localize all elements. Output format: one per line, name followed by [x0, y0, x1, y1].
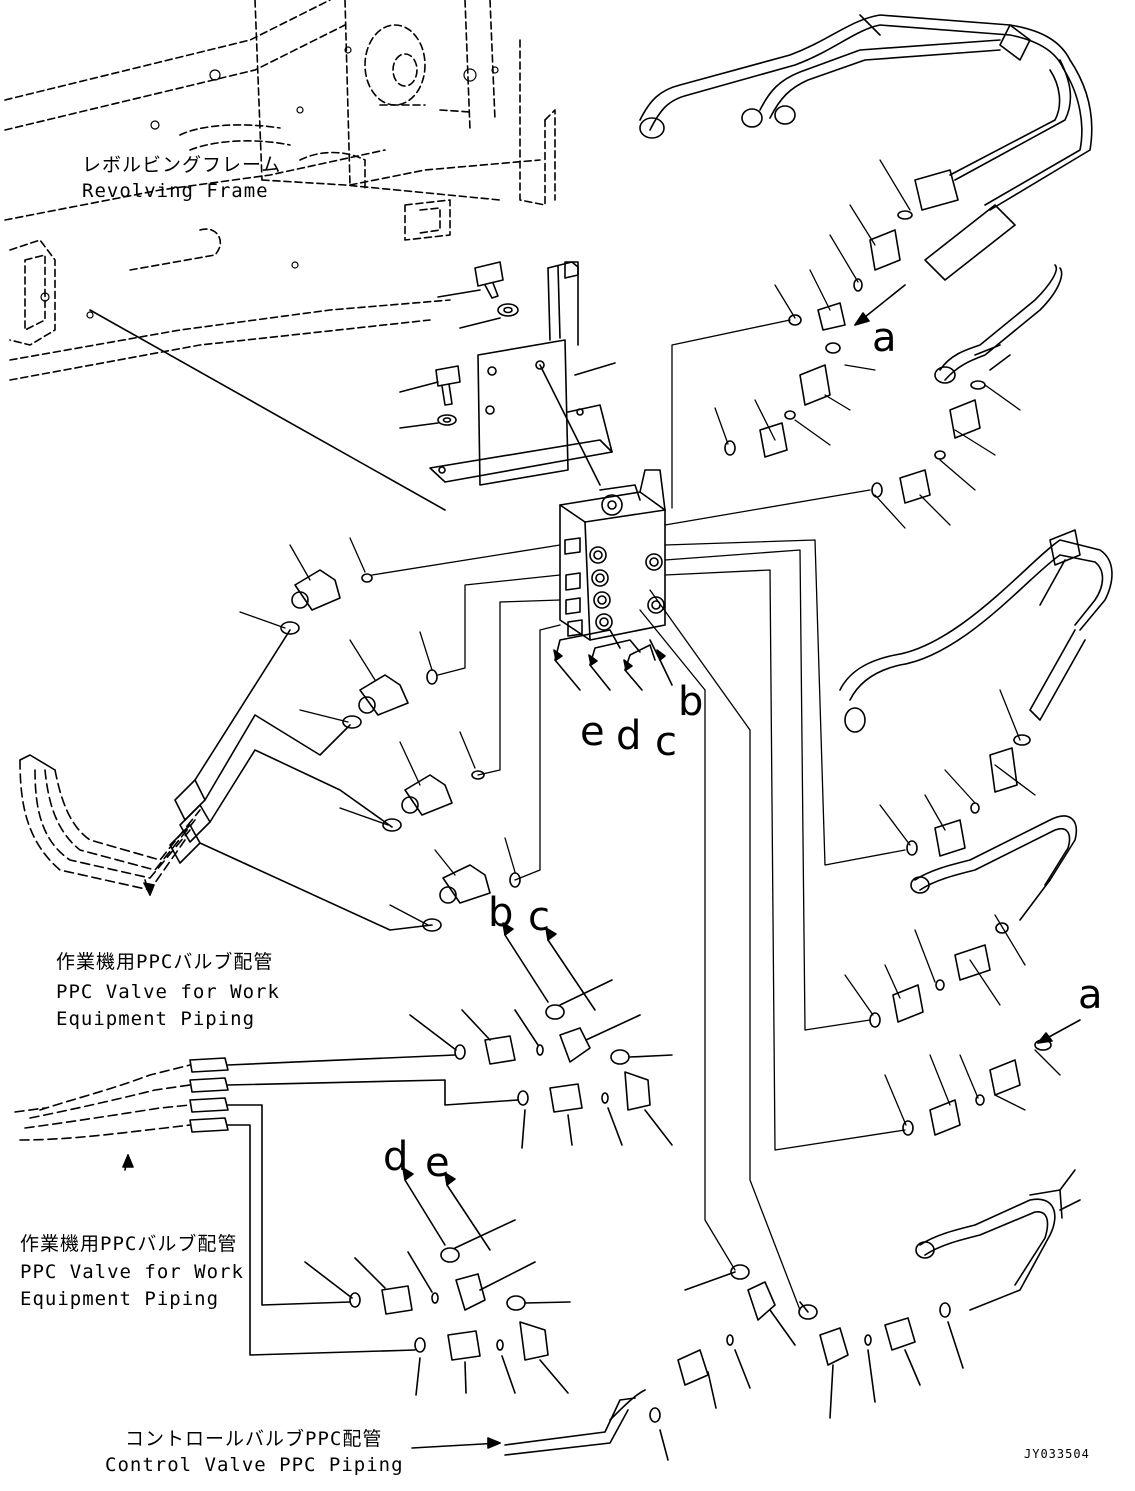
- lower-left-fittings-bc: [409, 922, 673, 1149]
- right-hose-assembly-1: [934, 264, 1063, 384]
- port-letter-e-block: e: [580, 709, 605, 755]
- left-upper-ppc-hoses: [19, 759, 201, 891]
- pilot-line-routing: [371, 319, 906, 1311]
- port-letter-e-lower: e: [425, 1140, 450, 1186]
- right-leader-lines: [714, 159, 1061, 1126]
- port-letter-c-block: c: [655, 719, 677, 765]
- left-leader-lines: [239, 537, 516, 926]
- ppc-work-lower-label-en1: PPC Valve for Work: [20, 1261, 244, 1283]
- ppc-work-upper-label-en2: Equipment Piping: [56, 1008, 256, 1030]
- lower-ppc-hose-bundle-1: [14, 1064, 191, 1141]
- revolving-frame-label-en: Revolving Frame: [82, 180, 269, 202]
- mounting-bracket: [429, 261, 616, 486]
- port-letter-c-lower: c: [528, 894, 550, 940]
- port-letter-d-lower: d: [383, 1134, 409, 1180]
- port-letter-a-right: a: [1078, 972, 1103, 1018]
- control-valve-label-jp: コントロールバルブPPC配管: [125, 1428, 383, 1450]
- port-arrows-edcb: [553, 629, 673, 691]
- lower-left-fittings-de: [304, 1167, 571, 1396]
- lower-ppc-hose-ends: [122, 1054, 519, 1356]
- ppc-work-lower-label-jp: 作業機用PPCバルブ配管: [20, 1233, 238, 1255]
- left-elbow-fittings: [280, 569, 521, 932]
- bottom-fittings: [411, 1264, 964, 1461]
- ppc-valve-block: [559, 469, 666, 641]
- port-letter-a-upper: a: [872, 315, 897, 361]
- right-hose-assembly-4: [915, 1169, 1081, 1311]
- revolving-frame-label-jp: レボルビングフレーム: [82, 154, 282, 176]
- bracket-hardware: [399, 261, 519, 429]
- port-letter-d-block: d: [616, 713, 642, 759]
- port-letter-b-block: b: [678, 679, 704, 725]
- frame-leader-line: [89, 309, 446, 511]
- ppc-work-upper-label-jp: 作業機用PPCバルブ配管: [56, 951, 274, 973]
- left-upper-hose-ends: [19, 629, 433, 931]
- drawing-code: JY033504: [1024, 1447, 1090, 1461]
- right-hose-assembly-3: [910, 815, 1077, 921]
- upper-hose-assemblies: [639, 14, 1093, 281]
- revolving-frame-outline: [4, 0, 556, 381]
- ppc-work-upper-label-en1: PPC Valve for Work: [56, 981, 280, 1003]
- a-arrows: [854, 284, 1081, 1044]
- revolving-frame-holes: [40, 46, 499, 319]
- ppc-work-lower-label-en2: Equipment Piping: [20, 1288, 220, 1310]
- port-letter-b-lower: b: [488, 890, 514, 936]
- control-valve-label-en: Control Valve PPC Piping: [105, 1454, 404, 1476]
- right-hose-assembly-2: [839, 529, 1113, 733]
